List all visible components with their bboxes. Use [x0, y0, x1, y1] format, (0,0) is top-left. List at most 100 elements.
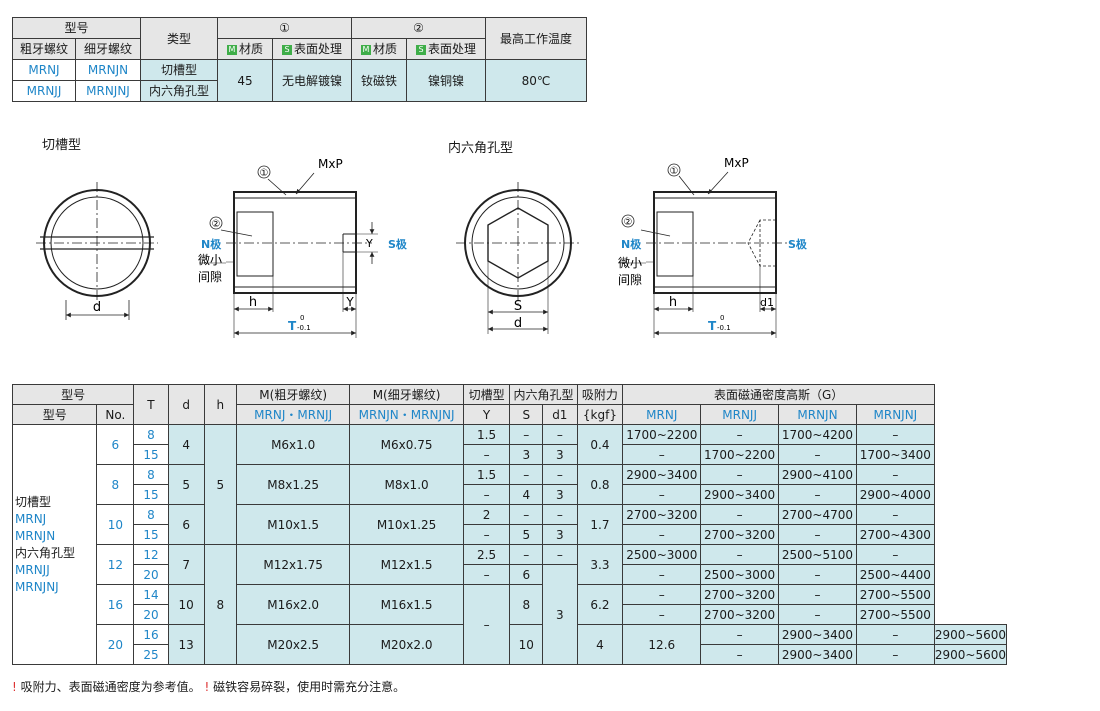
h-cell: 5 — [203, 424, 237, 545]
m-coarse-cell: M10x1.5 — [235, 504, 351, 545]
h-label: h — [249, 295, 257, 310]
gauss-cell: – — [855, 624, 935, 645]
t-tol-upper: 0 — [300, 314, 304, 322]
t-cell: 15 — [133, 524, 169, 545]
material2-cell: 钕磁铁 — [351, 59, 407, 102]
no-cell: 16 — [96, 584, 135, 625]
no-cell: 8 — [96, 464, 135, 505]
y-cell: 2 — [462, 504, 511, 525]
hex-type-title: 内六角孔型 — [448, 141, 514, 156]
th-m-coarse-models: MRNJ・MRNJJ — [235, 404, 351, 425]
t-tol-upper: 0 — [720, 314, 724, 322]
y-cell: – — [462, 444, 511, 465]
s-cell: 4 — [509, 484, 544, 505]
t-cell: 20 — [133, 604, 169, 625]
y-cell: 1.5 — [462, 464, 511, 485]
type-cell: 内六角孔型 — [140, 80, 218, 102]
y-cell: – — [462, 564, 511, 585]
th-slot: 切槽型 — [462, 384, 511, 405]
gauss-cell: – — [622, 444, 702, 465]
th-max-temp: 最高工作温度 — [485, 17, 587, 60]
y-label: Y — [345, 295, 354, 309]
gauss-cell: 1700~3400 — [855, 444, 935, 465]
material1-cell: 45 — [217, 59, 273, 102]
model-line: 内六角孔型 — [15, 545, 76, 560]
gauss-cell: – — [700, 504, 780, 525]
type-cell: 切槽型 — [140, 59, 218, 81]
gap-label-2: 间隙 — [198, 270, 222, 284]
s-pole-label: S极 — [788, 237, 808, 251]
d1-cell: – — [542, 464, 578, 485]
t-cell: 15 — [133, 484, 169, 505]
th-fine: 细牙螺纹 — [75, 38, 141, 60]
t-cell: 8 — [133, 504, 169, 525]
d1-cell: 4 — [576, 624, 624, 665]
gauss-cell: 1700~2200 — [700, 444, 780, 465]
gauss-cell: – — [622, 604, 702, 625]
no-cell: 12 — [96, 544, 135, 585]
gauss-cell: 2500~3000 — [700, 564, 780, 585]
s-cell: 6 — [509, 564, 544, 585]
s-cell: – — [509, 504, 544, 525]
gap-label-2: 间隙 — [618, 273, 642, 287]
mxp-label: MxP — [724, 156, 749, 170]
footnote: ! 吸附力、表面磁通密度为参考值。 ! 磁铁容易碎裂，使用时需充分注意。 — [12, 678, 405, 695]
slot-side-view — [199, 172, 378, 338]
gauss-cell: – — [855, 504, 935, 525]
model-line: 切槽型 — [15, 494, 52, 509]
gauss-cell: 2700~4700 — [778, 504, 857, 525]
th-t: T — [133, 384, 169, 425]
d-cell: 4 — [167, 424, 205, 465]
d1-cell: – — [542, 504, 578, 525]
t-cell: 14 — [133, 584, 169, 605]
m-fine-cell: M8x1.0 — [349, 464, 464, 505]
th-model2: 型号 — [11, 404, 98, 425]
surface-badge-icon: S — [415, 45, 426, 55]
gauss-cell: 2900~5600 — [933, 624, 1008, 645]
th-coarse: 粗牙螺纹 — [12, 38, 76, 60]
hex-front-view — [456, 182, 580, 334]
surface2-cell: 镍铜镍 — [406, 59, 486, 102]
gauss-cell: – — [778, 584, 857, 605]
t-cell: 8 — [133, 464, 169, 485]
no-cell: 10 — [96, 504, 135, 545]
t-cell: 20 — [133, 564, 169, 585]
m-coarse-cell: M6x1.0 — [235, 424, 351, 465]
gauss-cell: – — [855, 464, 935, 485]
s-cell: 3 — [509, 444, 544, 465]
s-cell: 8 — [509, 584, 544, 625]
gauss-cell: 2900~4000 — [855, 484, 935, 505]
gauss-cell: – — [778, 524, 857, 545]
th-s: S — [509, 404, 544, 425]
gauss-cell: – — [855, 544, 935, 565]
gauss-cell: 2700~4300 — [855, 524, 935, 545]
no-cell: 20 — [96, 624, 135, 665]
model-line: MRNJ — [15, 511, 47, 526]
material-badge-icon: M — [226, 45, 237, 55]
th-h: h — [203, 384, 237, 425]
gauss-cell: – — [778, 444, 857, 465]
model-line: MRNJJ — [15, 562, 50, 577]
caution-icon: ! — [204, 680, 210, 694]
d1-label: d1 — [760, 296, 774, 309]
slot-front-view — [36, 182, 158, 320]
gauss-cell: – — [855, 424, 935, 445]
m-fine-cell: M12x1.5 — [349, 544, 464, 585]
t-cell: 15 — [133, 444, 169, 465]
gauss-cell: 2900~5600 — [933, 644, 1008, 665]
surface-badge-icon: S — [281, 45, 292, 55]
model-coarse: MRNJ — [12, 59, 76, 81]
d1-cell: 3 — [542, 564, 578, 665]
m-coarse-cell: M16x2.0 — [235, 584, 351, 625]
m-coarse-cell: M8x1.25 — [235, 464, 351, 505]
n-pole-label: N极 — [621, 237, 642, 251]
th-model: 型号 — [12, 17, 141, 39]
gauss-cell: 2700~3200 — [700, 524, 780, 545]
s-pole-label: S极 — [388, 237, 408, 251]
m-coarse-cell: M20x2.5 — [235, 624, 351, 665]
d1-cell: 3 — [542, 484, 578, 505]
temp-cell: 80℃ — [485, 59, 587, 102]
